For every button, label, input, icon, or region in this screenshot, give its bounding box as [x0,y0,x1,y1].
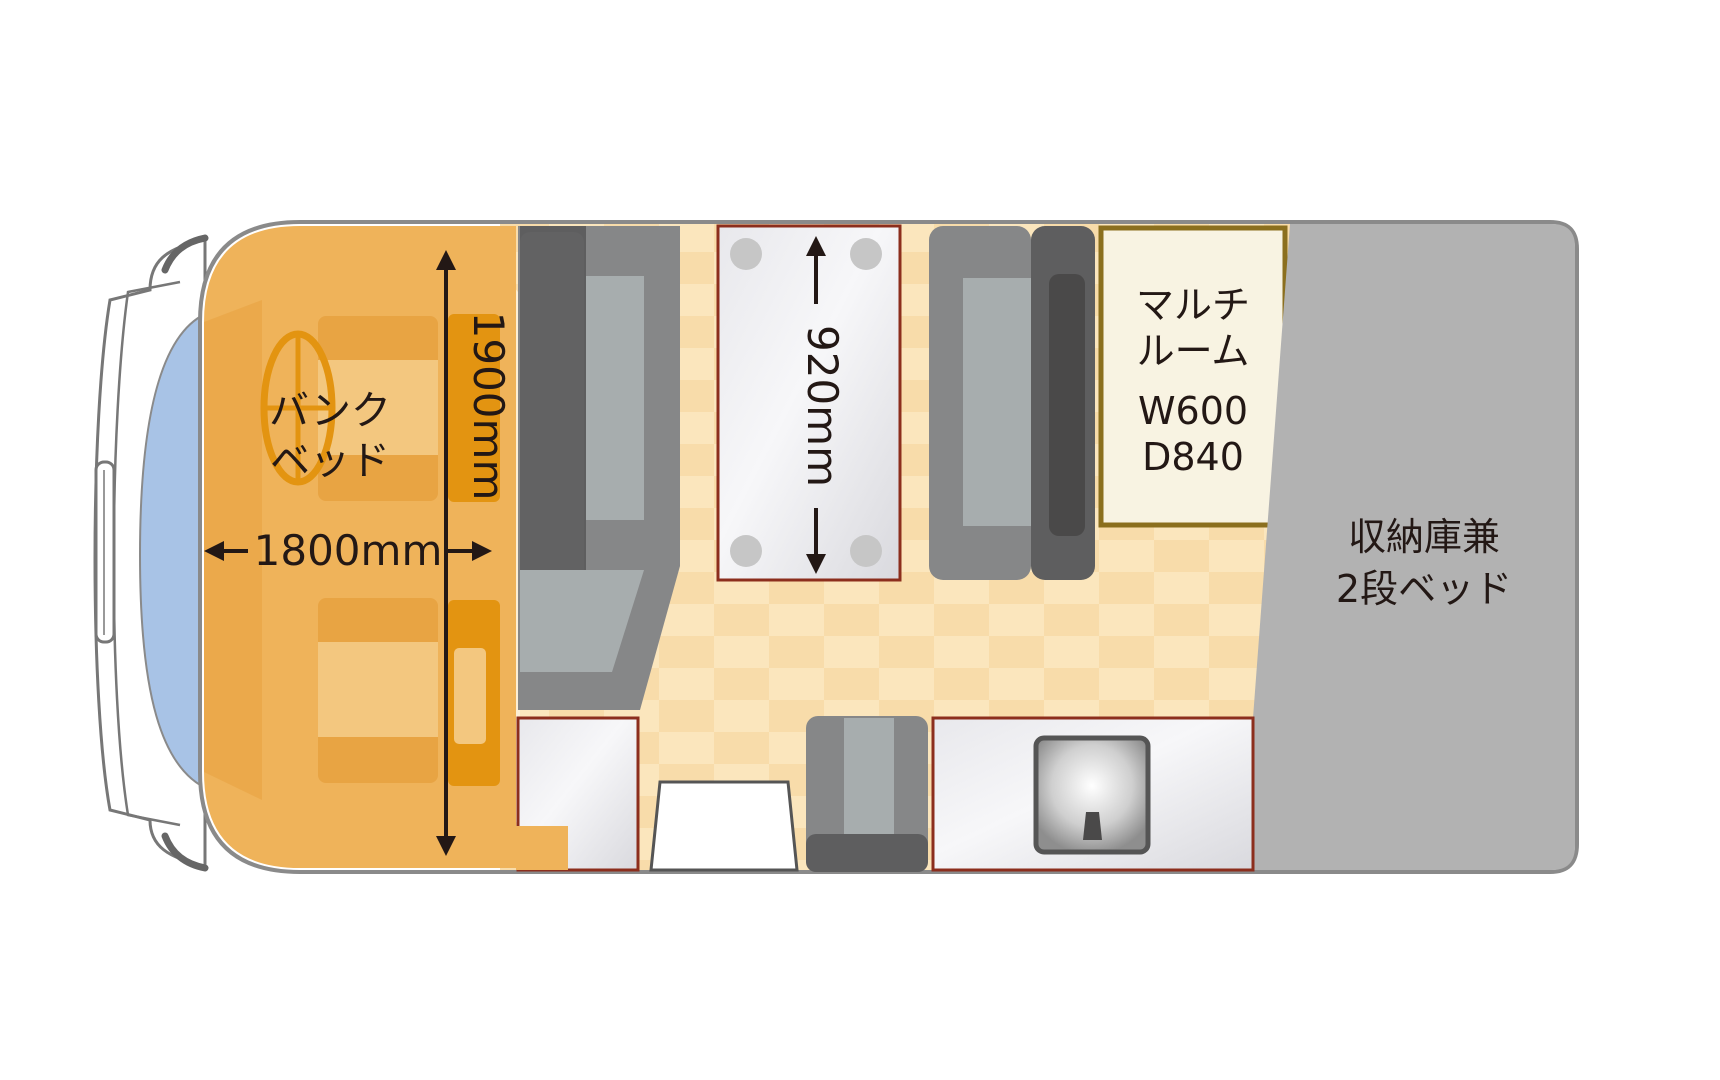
vehicle-cab [93,234,209,872]
bunk-bed-label-line1: バンク [269,388,391,434]
entrance-step [649,780,799,872]
rear-dinette-seat [929,226,1095,580]
multi-room-width-label: W600 [1138,389,1248,433]
sink [1033,735,1151,855]
table-length-label: 920mm [798,325,847,487]
multi-room-label-line2: ルーム [1137,329,1250,373]
multi-room-label-line1: マルチ [1136,283,1250,327]
kitchen-counter [931,716,1255,872]
side-seat [806,716,928,872]
bunk-width-label: 1800mm [254,526,443,575]
entry-counter [516,716,640,872]
windshield [138,310,211,792]
multi-room-depth-label: D840 [1142,435,1244,479]
multi-room [1098,225,1288,528]
rear-storage-area [1253,224,1575,870]
rear-storage-label-line1: 収納庫兼 [1348,515,1500,559]
bunk-bed-area [204,226,566,868]
dining-table [716,224,902,582]
front-dinette-seat [518,226,680,710]
bunk-length-label: 1900mm [464,312,513,501]
bunk-bed-label-line2: ベッド [270,438,390,484]
rear-storage-label-line2: 2段ベッド [1336,567,1512,611]
